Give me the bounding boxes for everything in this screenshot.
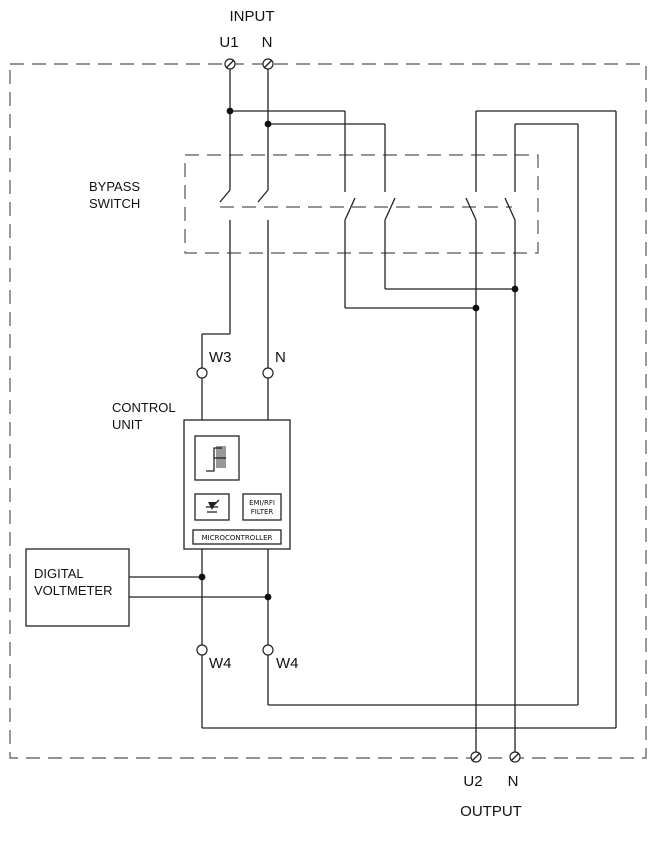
output-terminals (470, 751, 521, 763)
terminal-w4-left (196, 644, 208, 656)
control-unit: EMI/RFI FILTER MICROCONTROLLER (183, 419, 291, 550)
input-terminals (224, 58, 274, 70)
w4-right-label: W4 (276, 655, 299, 672)
n-output-label: N (508, 773, 519, 790)
digital-voltmeter-box (25, 548, 130, 627)
bypass-label-line1: BYPASS (89, 179, 140, 194)
terminal-n-mid (262, 367, 274, 379)
voltmeter-label-line2: VOLTMETER (34, 583, 113, 598)
input-label: INPUT (230, 8, 275, 25)
control-unit-label-line2: UNIT (112, 417, 142, 432)
u1-label: U1 (219, 34, 238, 51)
bypass-label-line2: SWITCH (89, 196, 140, 211)
output-label: OUTPUT (460, 803, 522, 820)
wiring (129, 64, 617, 752)
voltmeter-label-line1: DIGITAL (34, 566, 84, 581)
control-unit-label-line1: CONTROL (112, 400, 176, 415)
bypass-switch-box (184, 154, 539, 254)
terminal-w4-right (262, 644, 274, 656)
w4-left-label: W4 (209, 655, 232, 672)
microcontroller-label: MICROCONTROLLER (202, 534, 273, 542)
terminal-w3 (196, 367, 208, 379)
junction-dots (198, 107, 519, 601)
emi-line1: EMI/RFI (249, 499, 275, 507)
n-input-label: N (262, 34, 273, 51)
emi-line2: FILTER (251, 508, 274, 516)
enclosure-border (9, 63, 647, 759)
emi-rfi-filter-box (242, 493, 282, 521)
n-mid-label: N (275, 349, 286, 366)
microcontroller-box (192, 529, 282, 545)
u2-label: U2 (463, 773, 482, 790)
w3-label: W3 (209, 349, 232, 366)
